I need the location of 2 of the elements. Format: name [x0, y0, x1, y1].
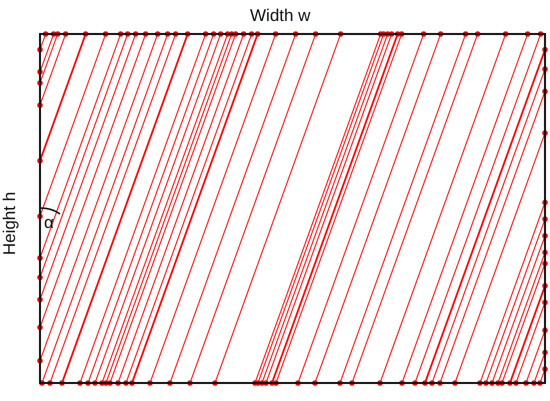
axis-label: Width w [250, 7, 310, 24]
axis-label: Height h [1, 192, 18, 256]
